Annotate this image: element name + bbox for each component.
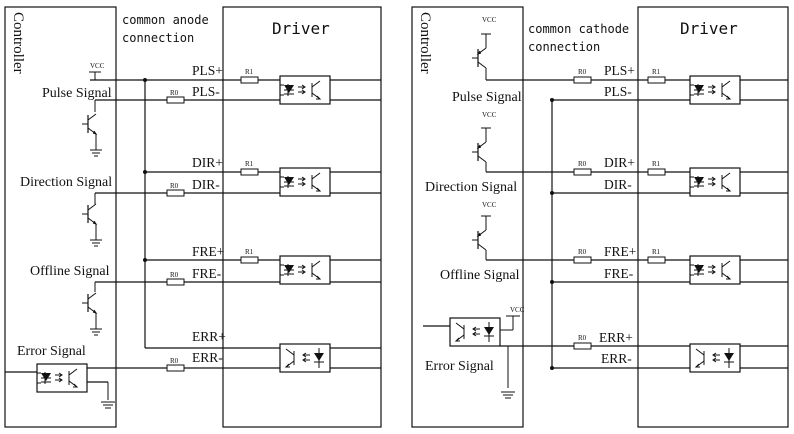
right-r0-resistor [573,256,592,264]
left-fre-minus-label: FRE- [192,266,222,281]
right-optocoupler [689,75,741,105]
right-pulse-signal-label: Pulse Signal [452,90,522,105]
left-err-plus-label: ERR+ [192,329,226,344]
right-r0-resistor [573,168,592,176]
right-dir-minus-label: DIR- [604,177,632,192]
right-transistor [471,127,492,163]
left-r1-label: R1 [245,68,254,76]
right-transistor [471,33,492,69]
left-controller-box [4,6,117,428]
right-optocoupler [689,255,741,285]
left-pls-plus-label: PLS+ [192,63,223,78]
right-driver-label: Driver [680,19,738,38]
right-fre-plus-label: FRE+ [604,244,636,259]
left-r0-label: R0 [170,357,179,365]
left-r0-label: R0 [170,182,179,190]
left-pls-minus-label: PLS- [192,84,220,99]
right-ground-symbol [500,391,516,399]
left-pulse-signal-label: Pulse Signal [42,86,112,101]
right-driver-box [637,6,789,428]
right-optocoupler [689,167,741,197]
left-err-minus-label: ERR- [192,350,223,365]
right-transistor [471,215,492,251]
right-controller-box [411,6,524,428]
right-r0-label: R0 [578,248,587,256]
right-r1-label: R1 [652,68,661,76]
left-fre-plus-label: FRE+ [192,244,224,259]
left-r1-resistor [240,76,259,84]
left-optocoupler [279,343,331,373]
right-err-minus-label: ERR- [601,351,632,366]
right-error-signal-label: Error Signal [425,359,494,374]
left-connection-title-2: connection [122,31,194,45]
left-optocoupler [279,167,331,197]
right-r1-label: R1 [652,160,661,168]
right-vcc-label: VCC [482,111,497,119]
left-npn-transistor [81,292,103,336]
right-fre-minus-label: FRE- [604,266,634,281]
right-pls-minus-label: PLS- [604,84,632,99]
left-npn-transistor [81,113,103,157]
left-r0-resistor [166,189,185,197]
left-r1-label: R1 [245,160,254,168]
left-junction [143,78,147,82]
right-panel: Controller common cathode connection Dri… [411,6,789,428]
left-ground-symbol [100,401,116,409]
left-optocoupler [279,75,331,105]
right-controller-label: Controller [417,12,433,74]
left-vcc-label: VCC [90,62,105,70]
right-r1-resistor [647,168,666,176]
left-direction-signal-label: Direction Signal [20,175,112,190]
left-driver-box [222,6,382,428]
left-r0-resistor [166,96,185,104]
left-optocoupler [279,255,331,285]
right-optocoupler [689,343,741,373]
left-r1-resistor [240,168,259,176]
right-r0-resistor [573,342,592,350]
right-r0-label: R0 [578,334,587,342]
left-driver-label: Driver [272,19,330,38]
right-r0-label: R0 [578,160,587,168]
left-controller-optocoupler [36,363,88,393]
right-r1-label: R1 [652,248,661,256]
left-r1-label: R1 [245,248,254,256]
right-r1-resistor [647,76,666,84]
left-connection-title-1: common anode [122,13,209,27]
right-connection-title-1: common cathode [528,22,629,36]
right-dir-plus-label: DIR+ [604,155,635,170]
right-controller-optocoupler [449,317,501,347]
right-offline-signal-label: Offline Signal [440,268,520,283]
right-connection-title-2: connection [528,40,600,54]
left-r0-label: R0 [170,271,179,279]
left-offline-signal-label: Offline Signal [30,264,110,279]
left-npn-transistor [81,203,103,247]
right-vcc-label: VCC [482,16,497,24]
left-r0-resistor [166,278,185,286]
left-controller-label: Controller [10,12,26,74]
left-r0-resistor [166,364,185,372]
left-dir-plus-label: DIR+ [192,155,223,170]
right-direction-signal-label: Direction Signal [425,180,517,195]
right-r1-resistor [647,256,666,264]
right-pls-plus-label: PLS+ [604,63,635,78]
left-r0-label: R0 [170,89,179,97]
right-r0-label: R0 [578,68,587,76]
left-dir-minus-label: DIR- [192,177,220,192]
left-error-signal-label: Error Signal [17,344,86,359]
left-panel: Controller common anode connection Drive… [4,6,382,428]
right-vcc-label: VCC [482,201,497,209]
right-err-vcc-label: VCC [510,306,525,314]
right-r0-resistor [573,76,592,84]
right-err-plus-label: ERR+ [599,330,633,345]
left-r1-resistor [240,256,259,264]
